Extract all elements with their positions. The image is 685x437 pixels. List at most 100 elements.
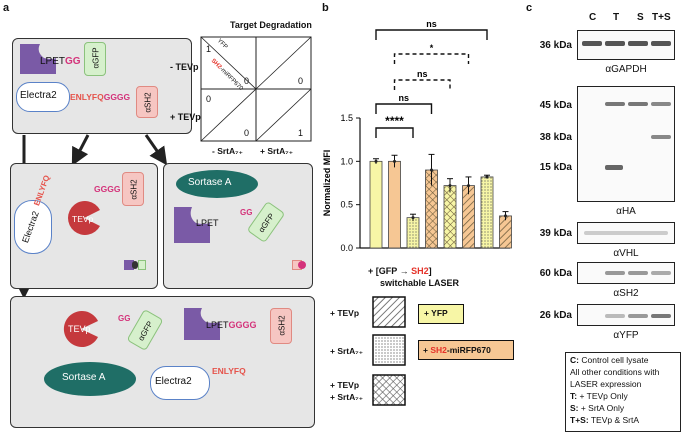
lane-t: T [613,12,620,23]
data-point [504,214,507,218]
electra2-shape-2 [14,200,52,254]
electra2-shape [16,82,70,112]
legend-sh2-box [418,340,514,360]
lpet-label-3: LPET [196,218,219,228]
blot-yfp [577,304,675,326]
ab-ha: αHA [616,206,636,217]
ash2-label-2: αSH2 [129,179,139,200]
data-point [374,159,378,163]
gggg-label-2: GGGG [94,184,121,194]
data-point [393,159,396,163]
tevp-pacman-4 [63,311,98,347]
box-final-state [10,296,315,428]
electra2-label-4: Electra2 [155,376,192,387]
panel-label-c: c [526,2,533,14]
legend-line-2: All other conditions with [570,367,660,377]
significance-label: * [430,43,434,53]
blot-ha [577,86,675,202]
y-tick-label: 1.0 [340,156,353,166]
cell-r2c2: 1 [298,128,304,138]
data-point [485,175,489,179]
ash2-nanobody: αSH2 [136,86,158,118]
agfp-nanobody: αGFP [84,42,106,76]
legend-line-ts: T+S: TEVp & SrtA [570,415,640,425]
bar [443,185,457,249]
ash2-label-4: αSH2 [277,315,287,336]
target-degradation-title: Target Degradation [230,20,312,30]
degradation-grid [200,36,312,142]
data-point [467,184,470,188]
significance-label: **** [385,114,404,128]
sortase-label-3: Sortase A [188,177,232,188]
switch-label-1: + [GFP → SH2] [368,266,432,276]
legend-both-label-1: + TEVp [330,380,360,390]
ash2-nanobody-2: αSH2 [122,172,144,206]
gg-label-3: GG [240,208,253,217]
legend-yfp-box [418,304,464,324]
significance-label: ns [426,19,437,29]
enlyfq-label-4: ENLYFQ [212,366,246,376]
significance-bracket [375,103,433,114]
lpet-anchor-shape [20,44,56,74]
tevp-pacman [68,201,100,235]
blot-gapdh [577,30,675,60]
lpetgggg-label-4: LPETGGGG [206,320,257,330]
enlyfq-gggg-label: ENLYFQGGGG [70,92,131,102]
kda-60: 60 kDa [539,268,572,279]
switch-label-2: switchable LASER [380,278,460,288]
panel-label-a: a [3,2,10,14]
tevp-label-2: TEVp [72,214,94,224]
bar [499,215,512,249]
blot-sh2 [577,262,675,284]
col-plus-srta: + SrtA₇₊ [260,146,294,156]
bar [480,176,494,249]
legend-line-c: C: Control cell lysate [570,355,649,365]
data-point [448,184,452,188]
lpetgg-label: LPETGG [40,56,81,67]
kda-15: 15 kDa [539,162,572,173]
cell-r1c1-yfp: 1 [206,44,212,54]
panel-label-b: b [322,2,329,14]
kda-36: 36 kDa [539,40,572,51]
y-tick-label: 0.5 [340,200,353,210]
cell-r1c1-sh2: 0 [244,76,250,86]
cell-r1c2: 0 [298,76,304,86]
ash2-nanobody-4: αSH2 [270,308,292,344]
legend-tevp-swatch [372,296,406,328]
bar [369,160,383,249]
gg-label-4: GG [118,314,131,323]
legend-line-3: LASER expression [570,379,642,389]
col-minus-srta: - SrtA₇₊ [212,146,244,156]
lane-ts: T+S [652,12,671,23]
significance-bracket [375,29,488,40]
sortase-label-4: Sortase A [62,372,106,383]
ab-gapdh: αGAPDH [605,64,647,75]
lane-c: C [589,12,597,23]
row-plus-tevp: + TEVp [170,112,201,122]
significance-label: ns [417,69,428,79]
sortase-a-shape-4 [44,362,136,396]
tevp-label-4: TEVp [68,324,91,334]
significance-bracket [393,79,451,90]
y-tick-label: 0.0 [340,243,353,253]
lane-legend-box [565,352,681,432]
ab-yfp: αYFP [613,330,639,341]
small-degraded-icon-3 [292,260,310,270]
blot-vhl [577,222,675,244]
legend-srta-swatch [372,334,406,366]
cell-r2c1-yfp: 0 [206,94,212,104]
legend-line-s: S: + SrtA Only [570,403,625,413]
kda-26: 26 kDa [539,310,572,321]
legend-sh2-label: + SH2-miRFP670 [423,345,491,355]
ab-vhl: αVHL [613,248,639,259]
significance-bracket [393,53,470,64]
row-minus-tevp: - TEVp [170,62,199,72]
legend-tevp-label: + TEVp [330,308,360,318]
legend-both-label-2: + SrtA₇₊ [330,392,364,402]
kda-38: 38 kDa [539,132,572,143]
legend-srta-label: + SrtA₇₊ [330,346,364,356]
small-degraded-icon [124,260,146,270]
legend-line-t: T: + TEVp Only [570,391,628,401]
legend-yfp-label: + YFP [424,308,448,318]
lpet-anchor-shape-4 [184,308,220,340]
